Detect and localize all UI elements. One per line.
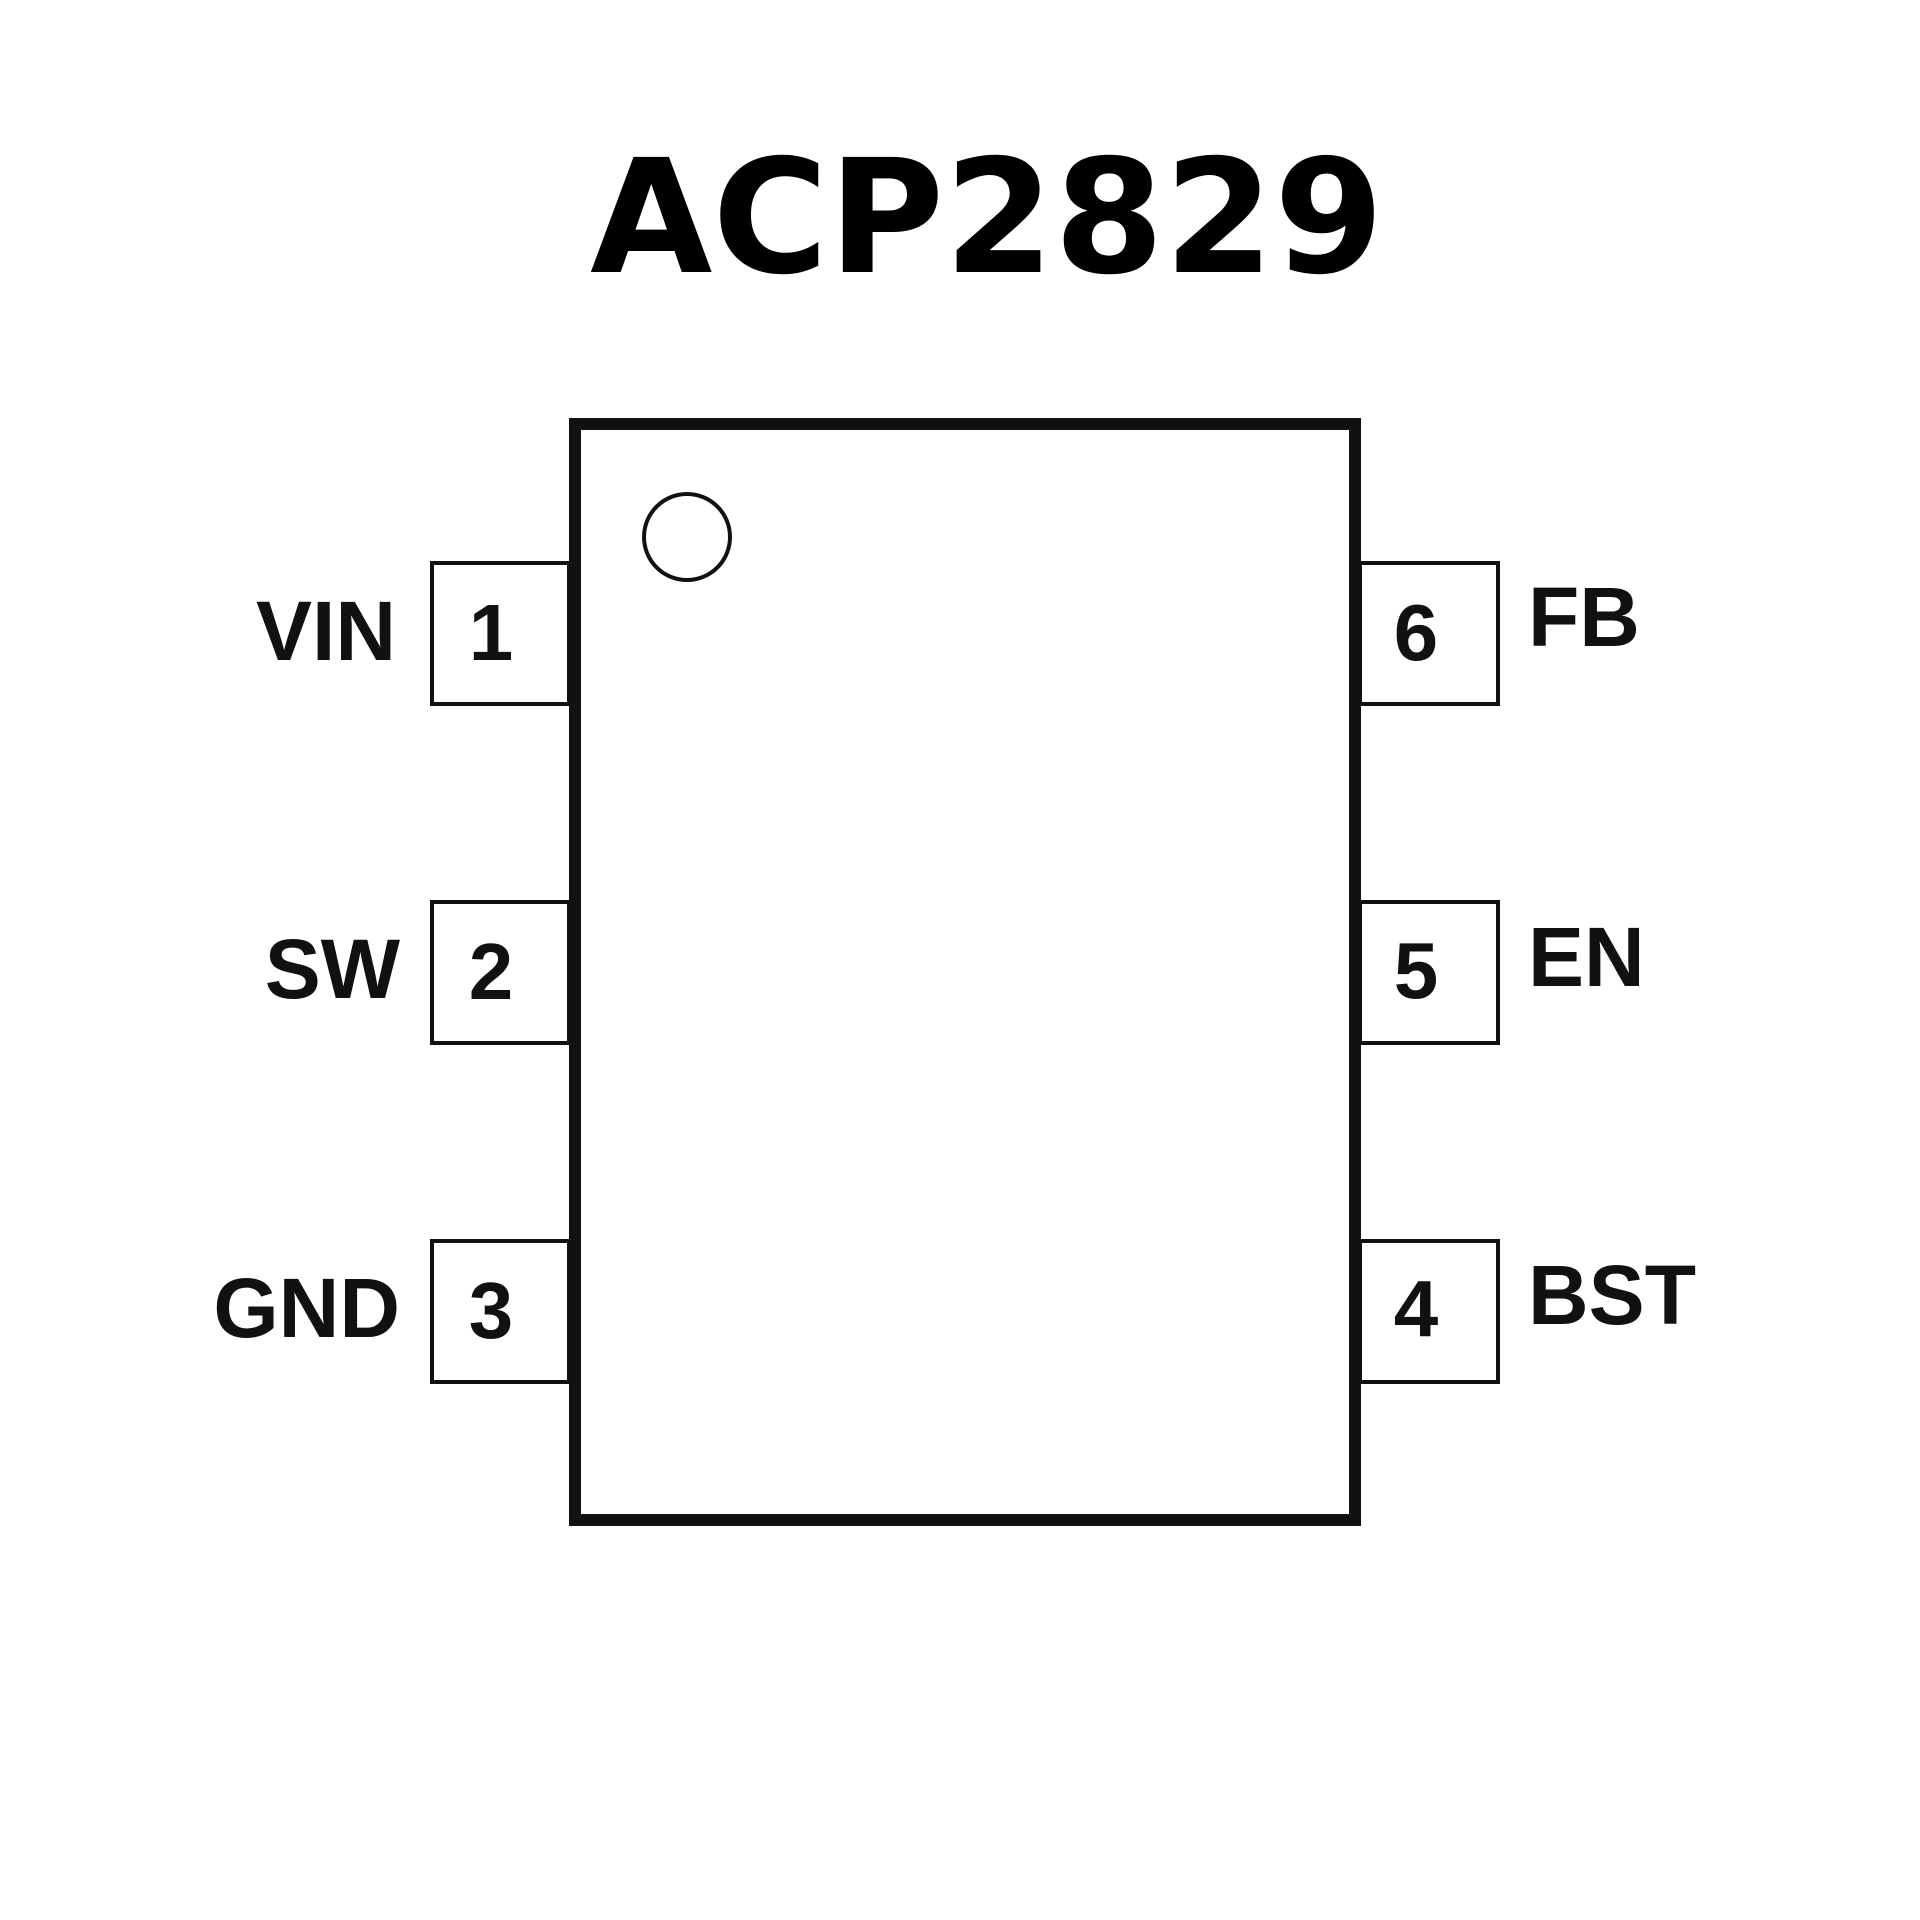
pin-3-number: 3 (469, 1266, 514, 1355)
chip-body (569, 418, 1361, 1526)
pin-2-number: 2 (469, 927, 514, 1016)
chip-title: ACP2829 (590, 126, 1384, 310)
pin-5-number: 5 (1394, 926, 1439, 1015)
pin-3-name: GND (213, 1261, 400, 1355)
pin-1-number: 1 (469, 588, 514, 677)
pin-4-number: 4 (1394, 1264, 1439, 1353)
pin-3-pad (430, 1239, 571, 1384)
pin-6-pad (1358, 561, 1500, 706)
pin-2-name: SW (265, 922, 401, 1016)
pin-1-pad (430, 561, 571, 706)
pin-4-name: BST (1528, 1248, 1696, 1342)
pin-5-name: EN (1528, 910, 1645, 1004)
pin1-marker-icon (642, 492, 732, 582)
pin-6-name: FB (1528, 570, 1640, 664)
pin-6-number: 6 (1394, 588, 1439, 677)
pin-5-pad (1358, 900, 1500, 1045)
pin-1-name: VIN (256, 584, 396, 678)
pin-2-pad (430, 900, 571, 1045)
